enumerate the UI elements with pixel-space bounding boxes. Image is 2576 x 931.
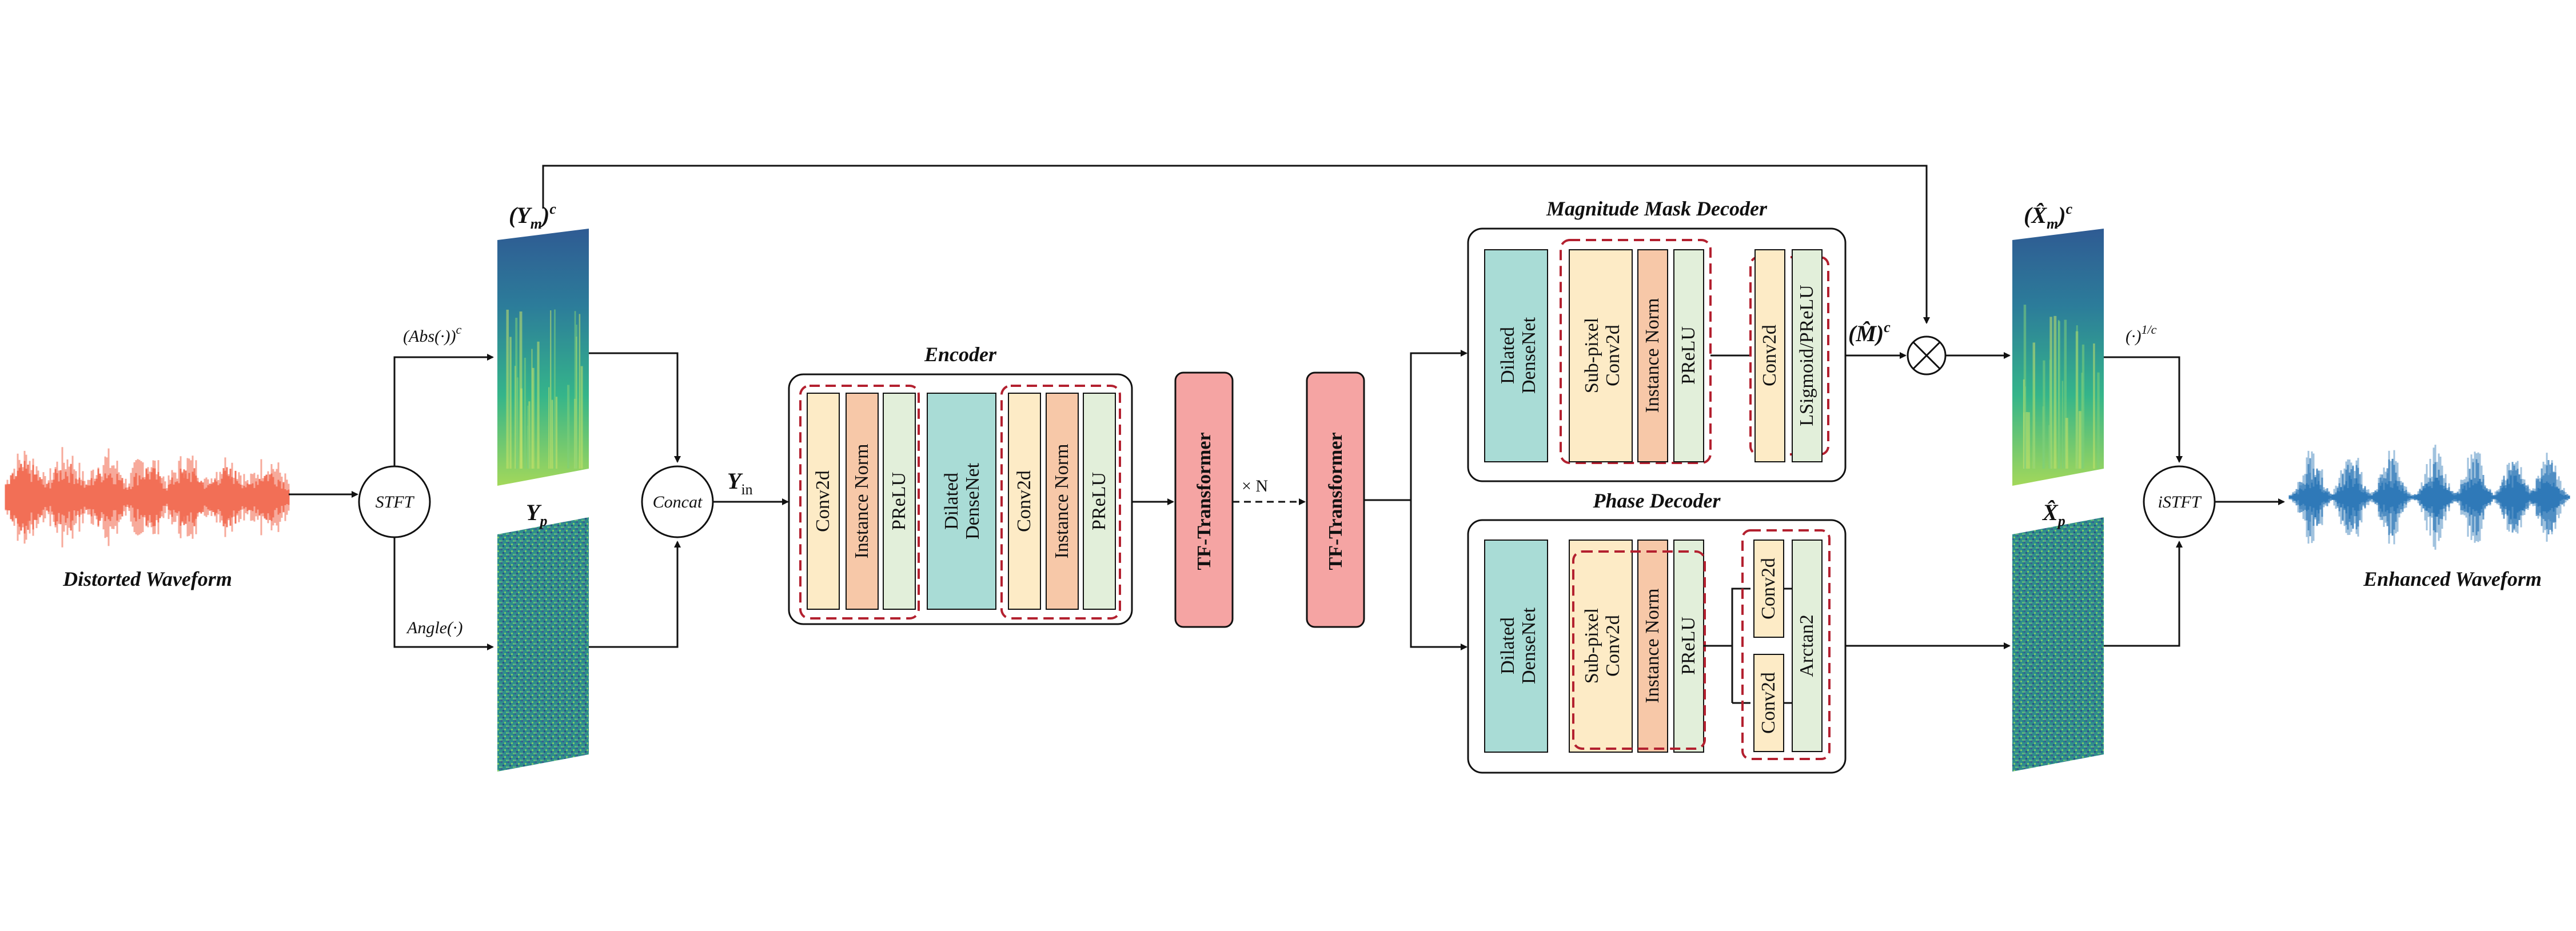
enc-inorm-1 bbox=[846, 393, 879, 610]
phase-subpixel bbox=[1569, 540, 1633, 753]
mag-subpixel-label-1: Sub-pixel bbox=[1581, 318, 1602, 393]
mhat-label: (M̂)c bbox=[1848, 319, 1891, 346]
phase-conv2d-a bbox=[1753, 540, 1784, 638]
enc-prelu-1-label: PReLU bbox=[888, 472, 910, 530]
mag-conv2d bbox=[1754, 249, 1785, 462]
enc-dense-label-1: Dilated bbox=[941, 473, 962, 530]
phase-arctan2 bbox=[1792, 540, 1823, 752]
concat-label: Concat bbox=[653, 493, 703, 512]
enhanced-magnitude-streaks bbox=[2023, 305, 2100, 469]
mag-decoder-title: Magnitude Mask Decoder bbox=[1546, 197, 1768, 220]
enc-prelu-2 bbox=[1083, 393, 1116, 610]
mag-conv2d-label: Conv2d bbox=[1759, 325, 1780, 386]
istft-label: iSTFT bbox=[2158, 493, 2202, 512]
tf-transformer-1-label: TF-Transformer bbox=[1194, 432, 1215, 570]
mag-subpixel bbox=[1569, 249, 1633, 462]
times-n-label: × N bbox=[1242, 477, 1268, 496]
tf-transformer-2-label: TF-Transformer bbox=[1325, 432, 1346, 570]
phase-prelu-label: PReLU bbox=[1678, 617, 1699, 675]
mag-prelu bbox=[1673, 249, 1704, 462]
stft-label: STFT bbox=[376, 493, 415, 512]
distorted-waveform bbox=[5, 447, 290, 548]
phase-inorm bbox=[1637, 540, 1668, 753]
phase-dense-label-1: Dilated bbox=[1497, 617, 1518, 674]
phase-conv2d-b-label: Conv2d bbox=[1758, 672, 1779, 734]
yp-label: Yp bbox=[526, 500, 547, 529]
enc-conv2d-1-label: Conv2d bbox=[812, 470, 834, 532]
angle-op-label: Angle(·) bbox=[406, 618, 462, 637]
mag-dense-label-1: Dilated bbox=[1497, 327, 1518, 384]
mag-lsigmoid-label: LSigmoid/PReLU bbox=[1796, 285, 1817, 426]
phase-conv2d-a-label: Conv2d bbox=[1758, 558, 1779, 620]
distorted-waveform-label: Distorted Waveform bbox=[62, 568, 232, 590]
phase-arctan2-label: Arctan2 bbox=[1796, 614, 1817, 677]
abs-op-label: (Abs(·))c bbox=[403, 322, 461, 346]
phase-dense bbox=[1484, 540, 1548, 753]
tf-transformer-1 bbox=[1174, 371, 1234, 628]
mag-subpixel-label-2: Conv2d bbox=[1602, 325, 1624, 386]
enhanced-phase-spectrogram bbox=[2012, 517, 2104, 772]
phase-inorm-label: Instance Norm bbox=[1642, 588, 1663, 703]
enc-inorm-2-label: Instance Norm bbox=[1051, 443, 1072, 558]
enc-inorm-2 bbox=[1046, 393, 1079, 610]
enc-conv2d-2 bbox=[1008, 393, 1041, 610]
xp-label: X̂p bbox=[2041, 500, 2065, 529]
multiply-node bbox=[1907, 335, 1947, 375]
phase-subpixel-label-2: Conv2d bbox=[1602, 615, 1624, 677]
mag-dense-label-2: DenseNet bbox=[1518, 317, 1540, 394]
enc-conv2d-1 bbox=[807, 393, 840, 610]
mag-lsigmoid bbox=[1792, 249, 1823, 462]
mag-dense bbox=[1484, 249, 1548, 462]
phase-prelu bbox=[1673, 540, 1704, 753]
ym-label: (Ym)c bbox=[509, 201, 556, 232]
yin-label: Yin bbox=[727, 468, 753, 498]
phase-conv2d-b bbox=[1753, 654, 1784, 752]
phase-decoder-title: Phase Decoder bbox=[1593, 489, 1721, 512]
enhanced-waveform-label: Enhanced Waveform bbox=[2363, 568, 2542, 590]
enc-conv2d-2-label: Conv2d bbox=[1014, 470, 1035, 532]
mag-inorm bbox=[1637, 249, 1668, 462]
mag-prelu-label: PReLU bbox=[1678, 326, 1699, 385]
enc-dense-label-2: DenseNet bbox=[962, 462, 983, 540]
enc-dense bbox=[927, 393, 996, 610]
phase-spectrogram bbox=[497, 517, 589, 772]
encoder-title: Encoder bbox=[924, 343, 997, 366]
xm-label: (X̂m)c bbox=[2024, 201, 2073, 232]
inv-compress-label: (·)1/c bbox=[2126, 322, 2157, 346]
enhanced-waveform bbox=[2288, 445, 2570, 550]
phase-dense-label-2: DenseNet bbox=[1518, 607, 1540, 684]
mag-inorm-label: Instance Norm bbox=[1642, 298, 1663, 413]
enc-prelu-1 bbox=[883, 393, 916, 610]
enc-prelu-2-label: PReLU bbox=[1088, 472, 1110, 530]
phase-subpixel-label-1: Sub-pixel bbox=[1581, 608, 1602, 684]
enc-inorm-1-label: Instance Norm bbox=[851, 443, 872, 558]
magnitude-spectrogram-streaks bbox=[506, 309, 583, 469]
